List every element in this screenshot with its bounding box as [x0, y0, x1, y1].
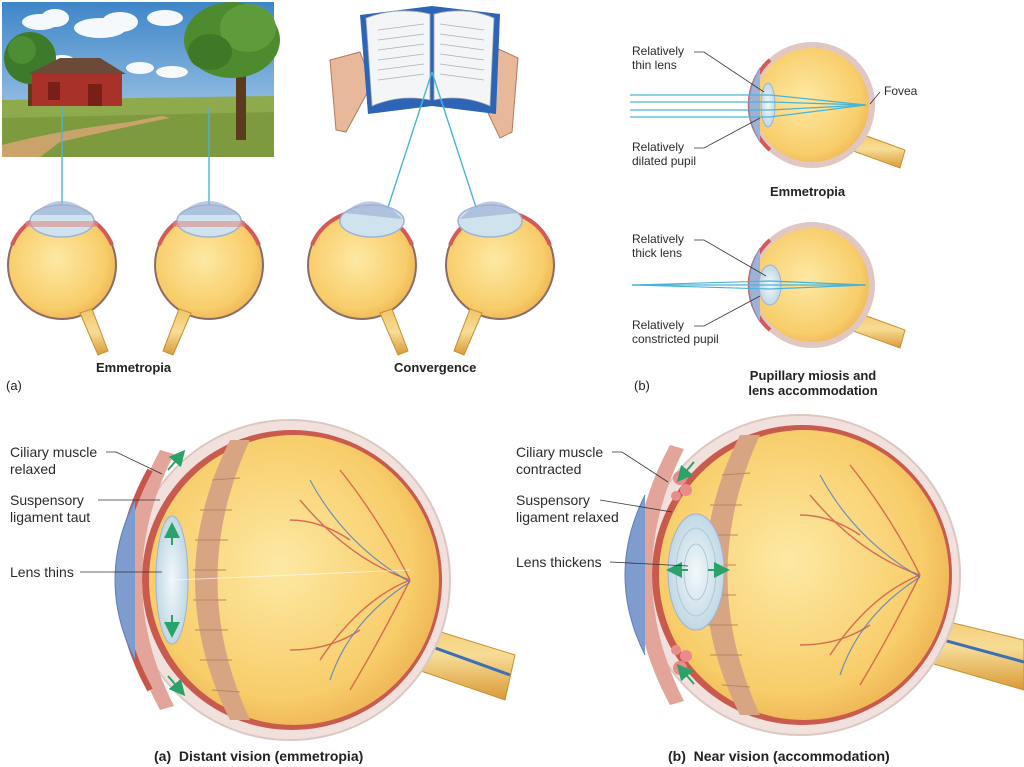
eye-diagram	[308, 201, 416, 355]
near-vision-caption: (b) Near vision (accommodation)	[668, 748, 890, 764]
ligament-taut-label: Suspensory ligament taut	[10, 492, 90, 526]
distant-vision-caption: (a) Distant vision (emmetropia)	[154, 748, 363, 764]
eye-diagram	[446, 201, 554, 355]
lens-thickens-label: Lens thickens	[516, 554, 602, 571]
ligament-relaxed-label: Suspensory ligament relaxed	[516, 492, 619, 526]
panel-letter-a: (a)	[6, 378, 22, 393]
miosis-accommodation-caption: Pupillary miosis and lens accommodation	[738, 368, 888, 398]
eye-diagram	[155, 201, 263, 355]
constricted-pupil-label: Relatively constricted pupil	[632, 318, 719, 346]
eye-diagram	[8, 201, 116, 355]
convergence-caption: Convergence	[394, 360, 476, 375]
lens-thins-label: Lens thins	[10, 564, 74, 581]
book-image	[330, 6, 518, 138]
ciliary-relaxed-label: Ciliary muscle relaxed	[10, 444, 97, 478]
fovea-label: Fovea	[884, 84, 917, 98]
thick-lens-label: Relatively thick lens	[632, 232, 684, 260]
eye-cross-section-near	[625, 415, 1024, 735]
ciliary-contracted-label: Ciliary muscle contracted	[516, 444, 603, 478]
emmetropia-caption: Emmetropia	[96, 360, 171, 375]
farm-scene-image	[2, 2, 280, 157]
eye-cross-section-distant	[115, 420, 515, 740]
dilated-pupil-label: Relatively dilated pupil	[632, 140, 696, 168]
panel-letter-b: (b)	[634, 378, 650, 393]
emmetropia-side-caption: Emmetropia	[770, 184, 845, 199]
thin-lens-label: Relatively thin lens	[632, 44, 684, 72]
